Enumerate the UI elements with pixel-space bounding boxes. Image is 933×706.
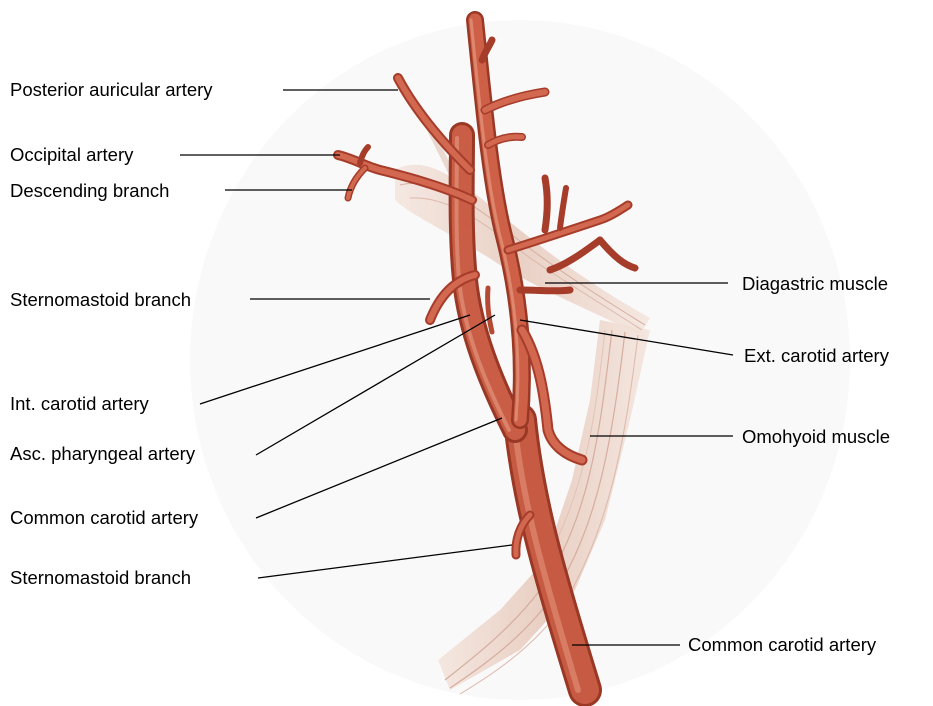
label-ext-carotid-artery: Ext. carotid artery [744,345,889,367]
label-int-carotid-artery: Int. carotid artery [10,393,149,415]
label-common-carotid-artery-left: Common carotid artery [10,507,198,529]
label-omohyoid-muscle: Omohyoid muscle [742,426,890,448]
label-common-carotid-artery-right: Common carotid artery [688,634,876,656]
label-sternomastoid-branch-lower: Sternomastoid branch [10,567,191,589]
label-occipital-artery: Occipital artery [10,144,133,166]
label-descending-branch: Descending branch [10,180,169,202]
label-posterior-auricular-artery: Posterior auricular artery [10,79,213,101]
label-sternomastoid-branch-upper: Sternomastoid branch [10,289,191,311]
label-diagastric-muscle: Diagastric muscle [742,273,888,295]
label-asc-pharyngeal-artery: Asc. pharyngeal artery [10,443,195,465]
